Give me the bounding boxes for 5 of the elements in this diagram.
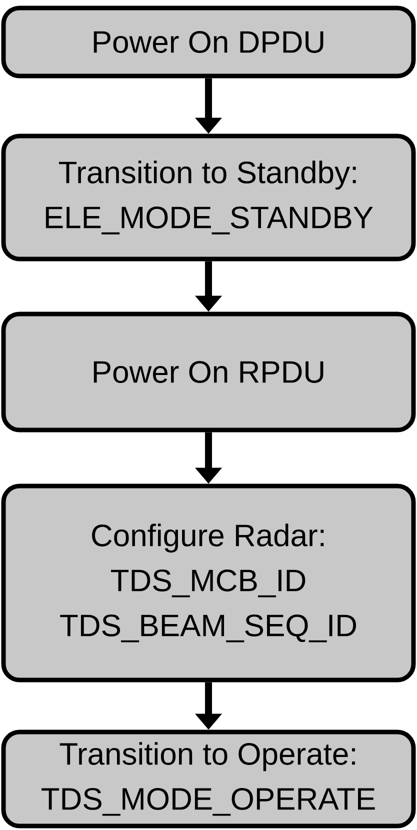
process-box: Configure Radar: TDS_MCB_ID TDS_BEAM_SEQ_ID (1, 484, 416, 682)
process-box: Power On DPDU (1, 6, 416, 78)
process-box: Transition to Standby: ELE_MODE_STANDBY (1, 134, 416, 262)
process-box: Transition to Operate: TDS_MODE_OPERATE (1, 730, 416, 828)
process-box: Power On RPDU (1, 312, 416, 432)
